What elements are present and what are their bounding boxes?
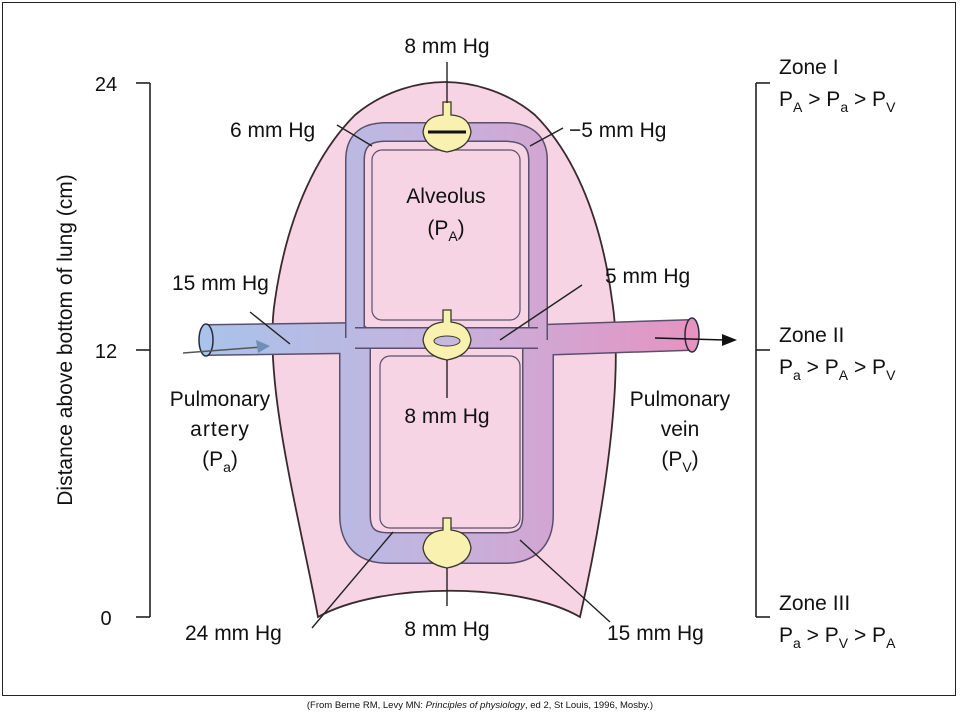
- vein-label-line1: Pulmonary: [630, 388, 731, 411]
- y-tick-0: 0: [100, 608, 111, 630]
- source-credit: (From Berne RM, Levy MN: Principles of p…: [306, 700, 654, 711]
- zone-3-name: Zone III: [779, 592, 850, 615]
- y-axis: 24 12 0 Distance above bottom of lung (c…: [54, 74, 151, 630]
- zone-1-relation: PA > Pa > PV: [779, 88, 896, 115]
- capillary-sac-bottom: [422, 517, 472, 569]
- flow-arrow-in: [182, 340, 270, 354]
- capillary-sac-middle: [422, 309, 472, 361]
- artery-label-line1: Pulmonary: [170, 388, 271, 411]
- zone-2: Zone II Pa > PA > PV: [779, 324, 896, 383]
- pressure-upper-right: −5 mm Hg: [569, 119, 666, 142]
- zone-3: Zone III Pa > PV > PA: [779, 592, 896, 651]
- y-axis-label: Distance above bottom of lung (cm): [54, 174, 77, 506]
- zone-1: Zone I PA > Pa > PV: [779, 56, 896, 115]
- leader-lines: [249, 62, 611, 629]
- zone-1-name: Zone I: [779, 56, 839, 79]
- pressure-artery: 15 mm Hg: [172, 272, 269, 295]
- source-title: Principles of physiology: [425, 700, 525, 711]
- vein-label-line2: vein: [661, 418, 700, 441]
- artery-symbol: (Pa): [202, 448, 238, 475]
- pressure-bottom-right: 15 mm Hg: [607, 622, 704, 645]
- lung-zones-diagram: 24 12 0 Distance above bottom of lung (c…: [54, 35, 896, 651]
- artery-label-line2: artery: [190, 418, 250, 441]
- alveolus-label: Alveolus: [406, 185, 485, 208]
- capillary-sac-top: [422, 101, 472, 153]
- alveolus-symbol: (PA): [427, 217, 464, 244]
- pressure-bottom-center: 8 mm Hg: [404, 618, 489, 641]
- y-tick-12: 12: [95, 341, 117, 363]
- slide-frame: [2, 2, 956, 696]
- zone-bracket: [755, 82, 770, 618]
- flow-arrow-out: [654, 334, 737, 346]
- vein-symbol: (PV): [661, 448, 698, 475]
- zone-3-relation: Pa > PV > PA: [779, 624, 896, 651]
- pressure-top: 8 mm Hg: [404, 35, 489, 58]
- pressure-mid-center: 8 mm Hg: [404, 405, 489, 428]
- pressure-upper-left: 6 mm Hg: [230, 119, 315, 142]
- pressure-bottom-left: 24 mm Hg: [185, 622, 282, 645]
- zone-2-name: Zone II: [779, 324, 844, 347]
- zone-2-relation: Pa > PA > PV: [779, 356, 896, 383]
- pressure-mid-right: 5 mm Hg: [605, 265, 690, 288]
- y-tick-24: 24: [95, 74, 117, 96]
